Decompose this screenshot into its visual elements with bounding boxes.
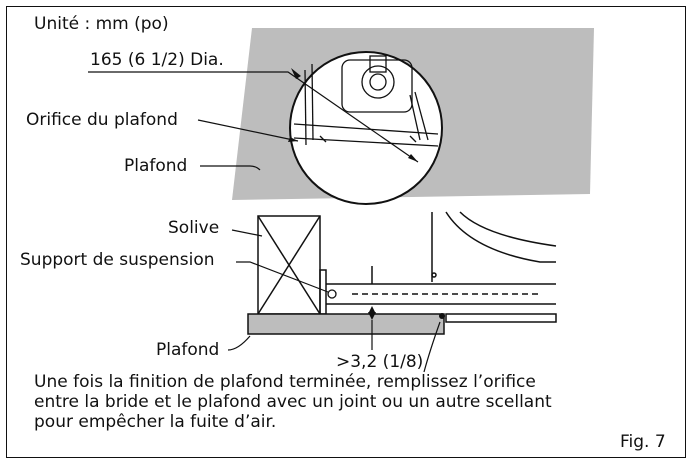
note-line-3: pour empêcher la fuite d’air. [34,412,277,432]
flange [445,313,557,323]
leader-lines-bottom [227,229,441,373]
leader-lines-top [88,71,419,171]
light-fixture [293,55,439,147]
ceiling-strip-bottom [247,313,445,335]
ceiling-opening-label: Orifice du plafond [26,110,178,130]
installation-note: Une fois la finition de plafond terminée… [34,372,634,432]
unit-label: Unité : mm (po) [34,14,169,34]
diameter-label: 165 (6 1/2) Dia. [90,50,224,70]
ceiling-opening-circle [289,51,443,205]
joist-label: Solive [168,218,220,238]
ceiling-label-bottom: Plafond [156,340,220,360]
lower-section [257,211,557,315]
note-line-2: entre la bride et le plafond avec un joi… [34,392,552,412]
gap-label: >3,2 (1/8) [336,352,424,372]
ceiling-label-top: Plafond [124,156,188,176]
sealant-point [439,313,445,319]
note-line-1: Une fois la finition de plafond terminée… [34,372,536,392]
figure-number: Fig. 7 [620,432,666,452]
hanger-label: Support de suspension [20,250,215,270]
